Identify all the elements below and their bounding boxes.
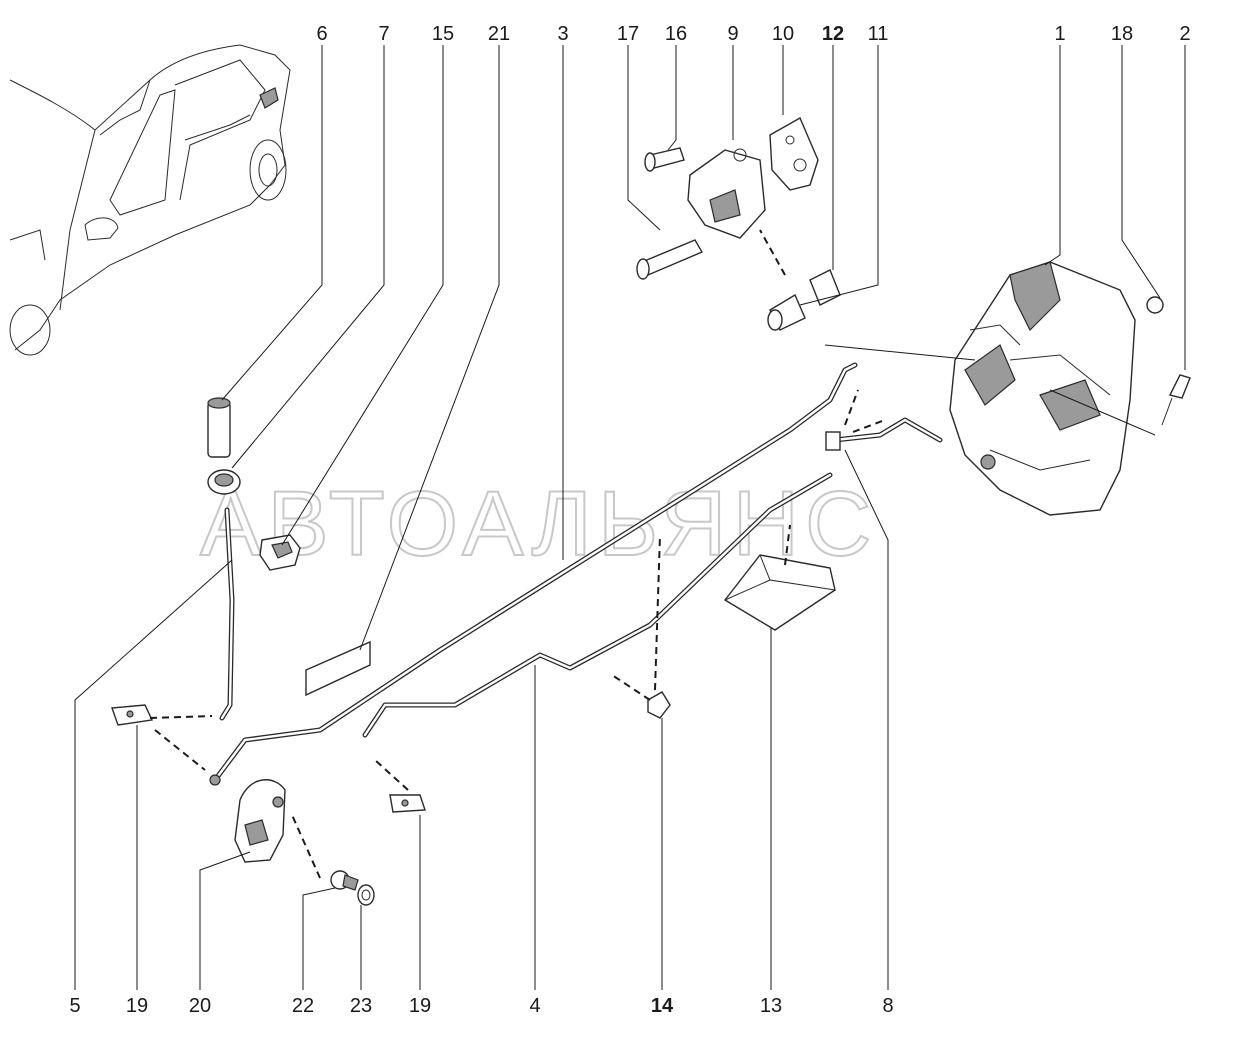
part-19-clip-left: [111, 704, 154, 726]
part-23-washer: [357, 884, 375, 906]
part-5-rod: [219, 507, 235, 721]
part-17-bolt: [636, 239, 704, 280]
label-1: 1: [1054, 23, 1065, 45]
leader-lines: [74, 45, 1186, 990]
label-15: 15: [432, 23, 454, 45]
label-13: 13: [760, 995, 782, 1017]
label-23: 23: [350, 995, 372, 1017]
part-11-bushing: [767, 293, 806, 331]
car-thumbnail: [9, 44, 291, 356]
label-9: 9: [727, 23, 738, 45]
part-19-clip-right: [389, 794, 426, 813]
callouts-top: 6 7 15 21 3 17 16 9 10 12 11 1 18 2: [316, 23, 1190, 45]
label-22: 22: [292, 995, 314, 1017]
part-18-bolt: [1146, 296, 1164, 314]
callouts-bottom: 5 19 20 22 23 19 4 14 13 8: [69, 995, 893, 1017]
label-5: 5: [69, 995, 80, 1017]
part-9-bracket: [687, 148, 766, 239]
part-22-screw: [330, 870, 359, 891]
label-21: 21: [488, 23, 510, 45]
part-21-pad: [305, 640, 371, 697]
label-17: 17: [617, 23, 639, 45]
label-18: 18: [1111, 23, 1133, 45]
label-16: 16: [665, 23, 687, 45]
assembly-arrows: [149, 229, 886, 879]
label-4: 4: [529, 995, 540, 1017]
part-2-screw: [1161, 374, 1191, 426]
part-7-grommet: [207, 469, 241, 495]
part-13-block: [723, 554, 836, 631]
part-6-knob: [207, 397, 231, 458]
label-20: 20: [189, 995, 211, 1017]
part-3-rod: [212, 362, 858, 783]
label-6: 6: [316, 23, 327, 45]
part-1-lock-assembly: [949, 261, 1136, 516]
part-10-plate: [769, 117, 819, 191]
part-16-screw: [644, 147, 685, 172]
part-15-clip: [259, 534, 301, 571]
part-8-rod: [825, 417, 943, 451]
label-19b: 19: [409, 995, 431, 1017]
part-4-rod: [362, 472, 833, 738]
label-11: 11: [868, 23, 889, 45]
label-19a: 19: [126, 995, 148, 1017]
label-10: 10: [772, 23, 794, 45]
label-8: 8: [882, 995, 893, 1017]
label-14: 14: [651, 995, 674, 1017]
part-12-bushing: [809, 269, 841, 306]
label-7: 7: [378, 23, 389, 45]
label-12: 12: [822, 23, 844, 45]
label-2: 2: [1179, 23, 1190, 45]
label-3: 3: [557, 23, 568, 45]
part-20-lever: [209, 774, 286, 863]
part-14-clip: [647, 691, 671, 719]
